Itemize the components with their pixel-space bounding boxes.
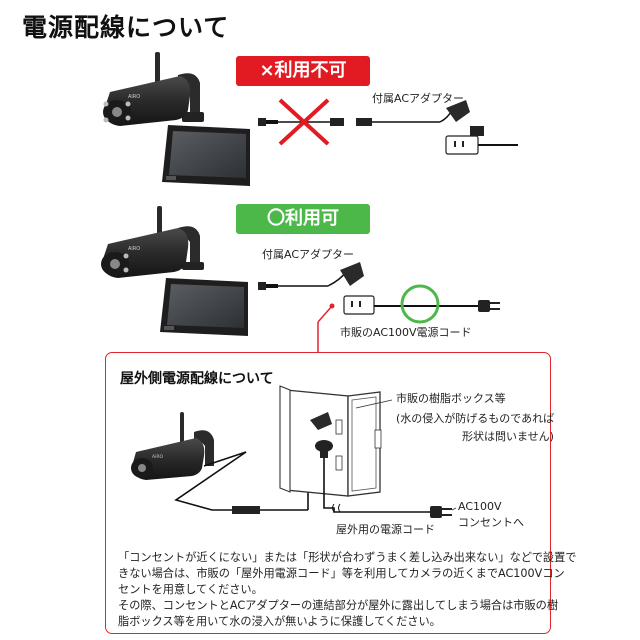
resin-box <box>279 385 382 497</box>
resin-box-note-2: 形状は問いません) <box>462 430 554 443</box>
not-usable-badge: ×利用不可 <box>236 56 370 86</box>
outlet-ng <box>445 126 518 155</box>
note-line-3: セントを用意してください。 <box>118 583 263 596</box>
adapter-cable-ng <box>258 100 470 126</box>
camera-ng <box>103 52 204 126</box>
outdoor-cord-label: 屋外用の電源コード <box>336 523 435 536</box>
camera-outdoor-logo: AiRO <box>152 454 163 460</box>
outdoor-wiring-panel <box>105 352 551 634</box>
camera-ok-logo: AiRO <box>128 246 140 252</box>
callout-connector <box>317 303 335 352</box>
camera-cable <box>174 451 247 511</box>
camera-outdoor <box>131 412 214 480</box>
outdoor-cord <box>323 458 430 513</box>
adapter-cable-ok <box>258 262 364 290</box>
page-title: 電源配線について <box>22 13 230 42</box>
outlet-ok <box>343 295 500 315</box>
ok-adapter-label: 付属ACアダプター <box>262 248 355 261</box>
outdoor-panel-title: 屋外側電源配線について <box>120 371 274 387</box>
monitor-ok <box>160 278 248 336</box>
note-line-5: 脂ボックス等を用いて水の浸入が無いように保護してください。 <box>118 615 441 628</box>
resin-box-label: 市販の樹脂ボックス等 <box>396 392 506 405</box>
usable-badge: 〇利用可 <box>236 204 370 234</box>
note-line-1: 「コンセントが近くにない」または「形状が合わずうまく差し込み出来ない」などで設置… <box>118 551 577 564</box>
cross-icon <box>278 98 330 146</box>
resin-box-note-1: (水の侵入が防げるものであれば <box>396 412 555 425</box>
adapter-in-box <box>310 412 333 458</box>
highlight-circle <box>400 284 440 324</box>
ac-outlet-label-1: AC100V <box>458 500 502 513</box>
ng-adapter-label: 付属ACアダプター <box>372 92 465 105</box>
plug-icon <box>430 506 452 518</box>
note-line-2: きない場合は、市販の「屋外用電源コード」等を利用してカメラの近くまでAC100V… <box>118 567 565 580</box>
note-line-4: その際、コンセントとACアダプターの連結部分が屋外に露出してしまう場合は市販の樹 <box>118 599 559 612</box>
camera-ok <box>101 206 204 278</box>
camera-ng-logo: AiRO <box>128 94 140 100</box>
monitor-ng <box>162 125 250 186</box>
ac-outlet-label-2: コンセントへ <box>458 516 524 529</box>
ok-cord-label: 市販のAC100V電源コード <box>340 326 472 339</box>
